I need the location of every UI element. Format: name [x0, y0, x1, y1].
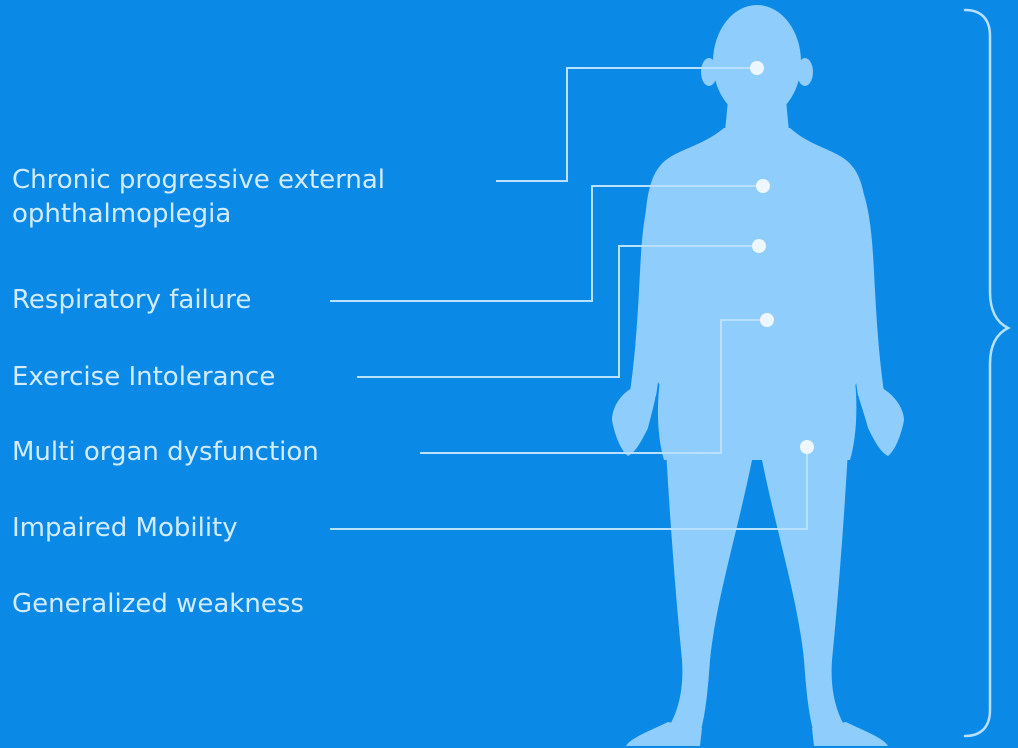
- symptom-label-multi-organ-dysfunction: Multi organ dysfunction: [12, 435, 319, 469]
- symptom-label-line: ophthalmoplegia: [12, 197, 385, 231]
- marker-lower-abdomen: [760, 313, 774, 327]
- marker-thigh: [800, 440, 814, 454]
- symptom-label-line: Chronic progressive external: [12, 165, 385, 195]
- symptom-label-exercise-intolerance: Exercise Intolerance: [12, 360, 275, 394]
- curly-brace-icon: [965, 10, 1008, 736]
- marker-upper-abdomen: [752, 239, 766, 253]
- marker-head: [750, 61, 764, 75]
- marker-chest: [756, 179, 770, 193]
- symptom-label-respiratory-failure: Respiratory failure: [12, 283, 251, 317]
- symptom-label-generalized-weakness: Generalized weakness: [12, 587, 304, 621]
- symptom-label-cpeo: Chronic progressive external ophthalmopl…: [12, 163, 385, 231]
- symptom-label-impaired-mobility: Impaired Mobility: [12, 511, 238, 545]
- human-body-silhouette-icon: [612, 5, 904, 746]
